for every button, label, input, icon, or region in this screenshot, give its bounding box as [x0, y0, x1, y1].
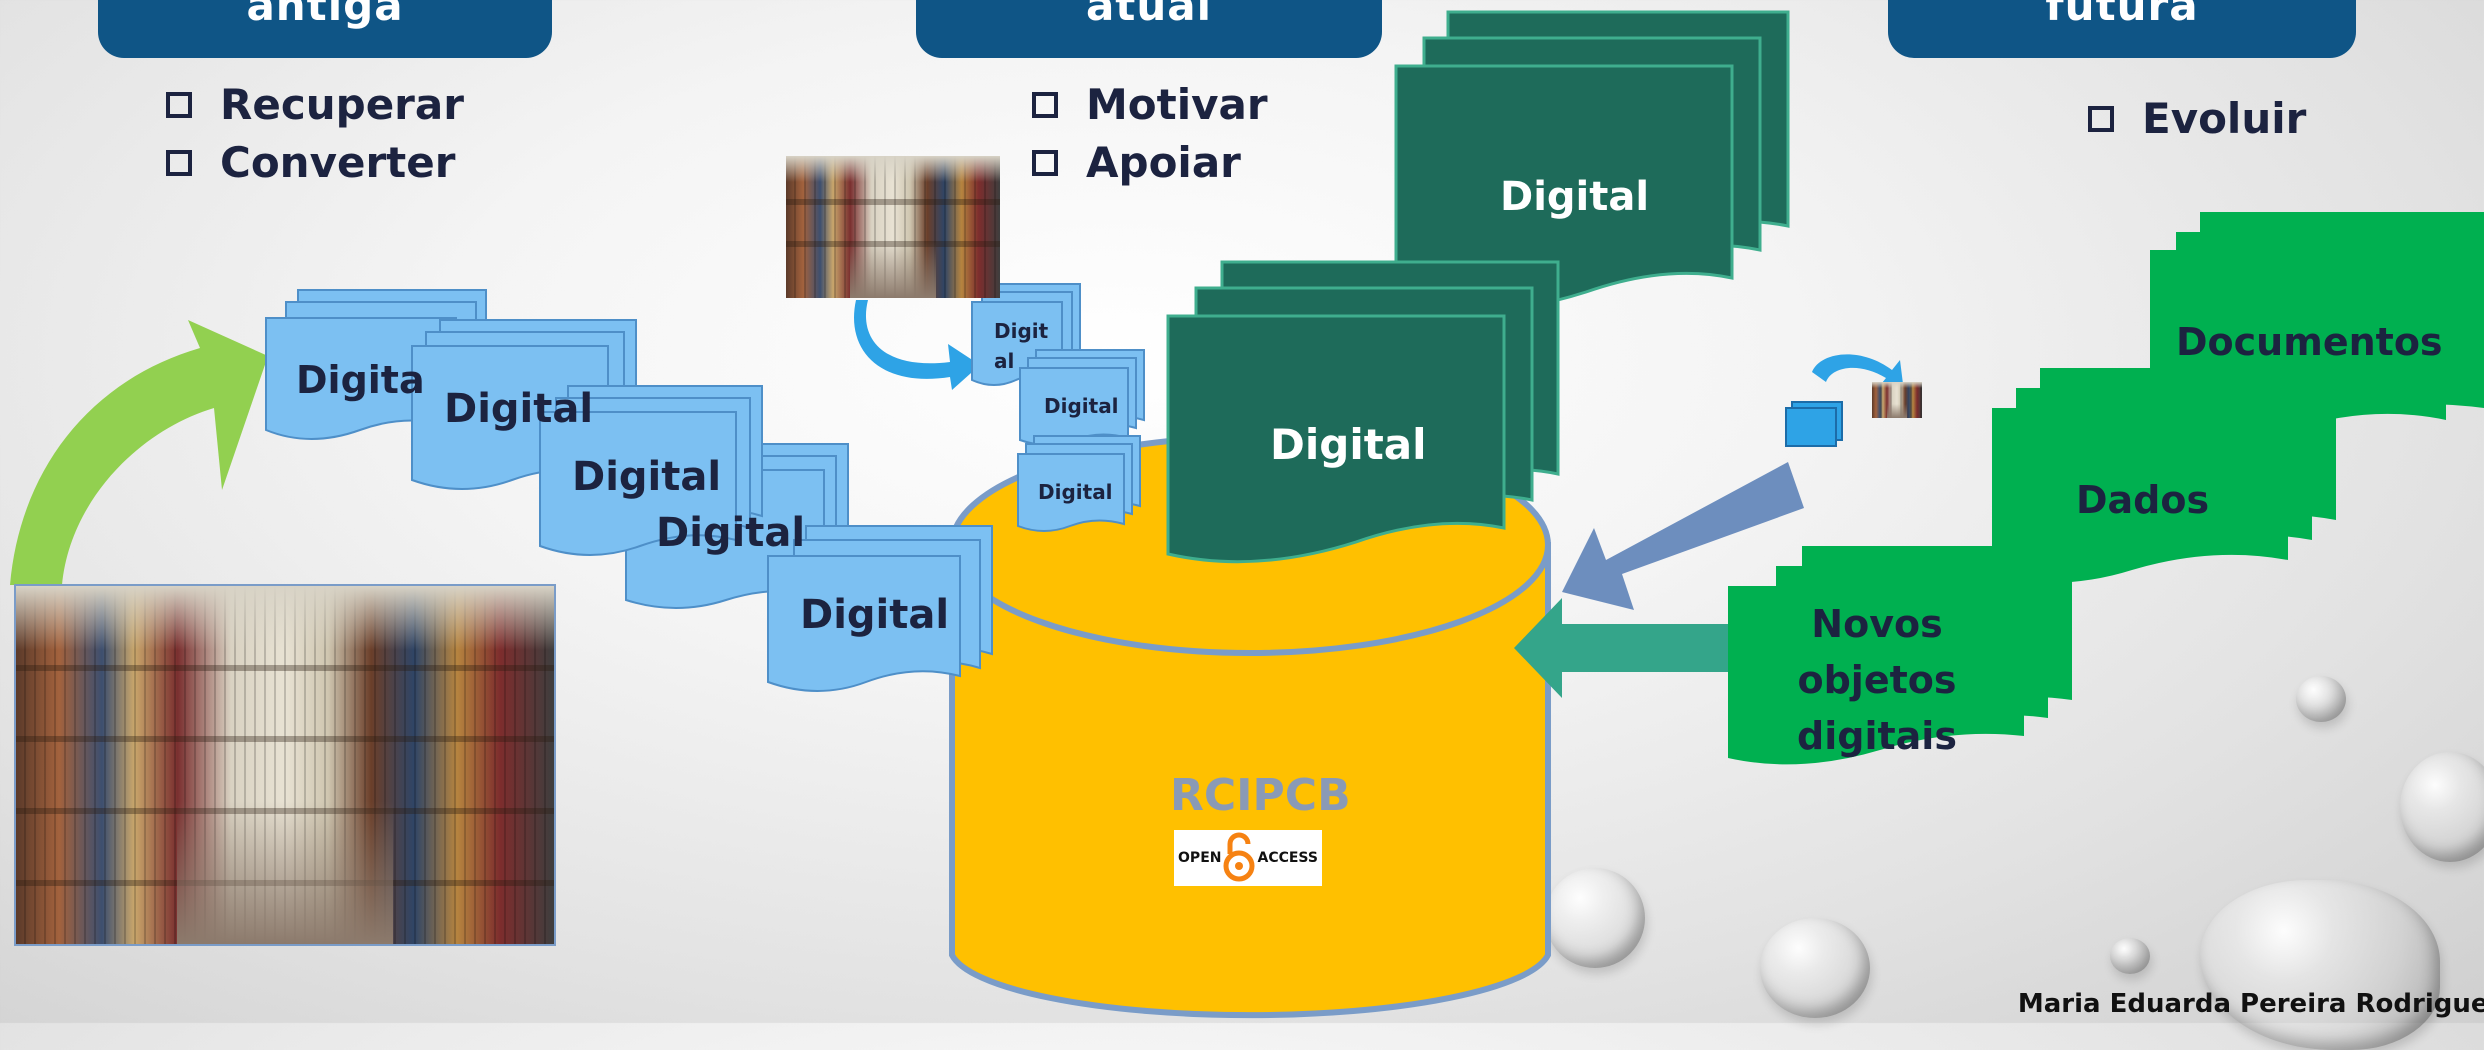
dark-doc-stack-bottom: [1166, 260, 1560, 564]
green-doc-label-dados: Dados: [2076, 478, 2210, 522]
diagram-canvas: [10, 10, 2484, 1019]
water-bubble: [2400, 752, 2484, 862]
mini-doc-icon: [1785, 401, 1843, 447]
header-atual-label: atual: [1085, 0, 1213, 30]
author-credit: Maria Eduarda Pereira Rodrigues: [2017, 989, 2484, 1019]
water-bubble: [2296, 676, 2346, 722]
open-access-badge: OPEN ACCESS: [1174, 830, 1322, 886]
library-photo-mini: [1872, 382, 1922, 418]
water-bubble: [2110, 938, 2150, 974]
dark-doc-label: Digital: [1500, 174, 1650, 220]
library-photo-large: [14, 584, 556, 946]
green-doc-dados: [1992, 368, 2336, 583]
bullet-item: Converter: [166, 134, 464, 192]
water-bubble: [1760, 918, 1870, 1018]
blue-doc-label: Digital: [572, 454, 722, 500]
checkbox-icon: [166, 92, 192, 118]
bullet-item: Apoiar: [1032, 134, 1268, 192]
header-atual: atual: [916, 0, 1382, 58]
teal-arrow: [1514, 598, 1730, 698]
bullet-item: Evoluir: [2088, 90, 2306, 148]
water-bubble: [1545, 868, 1645, 968]
bullet-item: Motivar: [1032, 76, 1268, 134]
checkbox-icon: [166, 150, 192, 176]
blue-doc-label: Digita: [296, 358, 425, 402]
small-doc-label: Digital: [1044, 394, 1119, 418]
green-curved-arrow: [10, 320, 268, 585]
blue-curved-arrow: [854, 300, 980, 390]
rcipcb-label: RCIPCB: [1170, 770, 1351, 821]
checkbox-icon: [1032, 92, 1058, 118]
small-doc-label: Digit al: [994, 319, 1049, 373]
steel-blue-arrow: [1562, 462, 1804, 610]
header-futura-label: futura: [2045, 0, 2199, 30]
blue-doc-label: Digital: [656, 510, 806, 556]
green-doc-label-documentos: Documentos: [2176, 320, 2443, 364]
header-futura: futura: [1888, 0, 2356, 58]
checkbox-icon: [2088, 106, 2114, 132]
small-doc-stack-2: [1019, 349, 1145, 446]
blue-doc-stack-3: [539, 385, 763, 556]
blue-doc-label: Digital: [800, 592, 950, 638]
header-antiga: antiga: [98, 0, 552, 58]
open-lock-icon: [1223, 832, 1255, 882]
blue-doc-label: Digital: [444, 386, 594, 432]
bullet-item: Recuperar: [166, 76, 464, 134]
bullet-list-atual: Motivar Apoiar: [1032, 76, 1268, 192]
blue-small-curved-arrow: [1812, 354, 1904, 392]
green-doc-label-novos: Novos objetos digitais: [1797, 602, 1957, 758]
library-photo-small: [786, 156, 1000, 298]
bullet-list-futura: Evoluir: [2088, 90, 2306, 148]
green-doc-novos: [1728, 546, 2072, 765]
dark-doc-label: Digital: [1270, 420, 1427, 469]
blue-doc-stack-5: [767, 525, 993, 692]
small-doc-stack-3: [1017, 435, 1141, 532]
bullet-list-antiga: Recuperar Converter: [166, 76, 464, 192]
checkbox-icon: [1032, 150, 1058, 176]
header-antiga-label: antiga: [246, 0, 404, 30]
water-bubble: [2200, 880, 2440, 1050]
small-doc-label: Digital: [1038, 480, 1113, 504]
